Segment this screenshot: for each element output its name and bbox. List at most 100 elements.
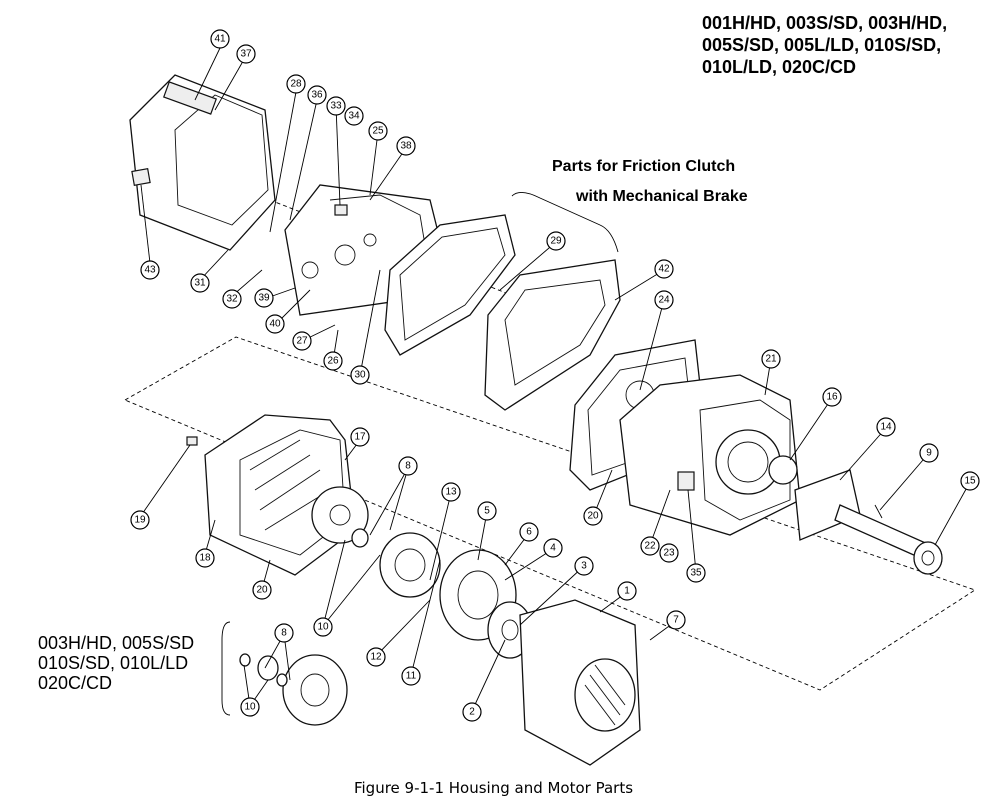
callout-11: 11 xyxy=(401,666,421,686)
brake-8 xyxy=(351,528,441,598)
callout-24: 24 xyxy=(654,290,674,310)
callout-1: 1 xyxy=(617,581,637,601)
svg-text:8: 8 xyxy=(281,628,287,639)
svg-text:8: 8 xyxy=(405,461,411,472)
svg-text:5: 5 xyxy=(484,506,490,517)
svg-text:2: 2 xyxy=(469,707,475,718)
callout-35: 35 xyxy=(686,563,706,583)
svg-text:33: 33 xyxy=(330,101,342,112)
clutch-frame-42 xyxy=(484,259,621,411)
svg-text:35: 35 xyxy=(690,568,702,579)
callout-38: 38 xyxy=(396,136,416,156)
callout-9: 9 xyxy=(919,443,939,463)
svg-text:20: 20 xyxy=(587,511,599,522)
callout-5: 5 xyxy=(477,501,497,521)
svg-text:30: 30 xyxy=(354,370,366,381)
callout-41: 41 xyxy=(210,29,230,49)
callout-7: 7 xyxy=(666,610,686,630)
svg-text:28: 28 xyxy=(290,79,302,90)
svg-text:19: 19 xyxy=(134,515,146,526)
model-list-top: 001H/HD, 003S/SD, 003H/HD, 005S/SD, 005L… xyxy=(702,13,948,77)
svg-text:36: 36 xyxy=(311,90,323,101)
svg-text:18: 18 xyxy=(199,553,211,564)
callout-28: 28 xyxy=(286,74,306,94)
svg-text:7: 7 xyxy=(673,615,679,626)
svg-text:32: 32 xyxy=(226,294,238,305)
svg-text:15: 15 xyxy=(964,476,976,487)
callout-29: 29 xyxy=(546,231,566,251)
fan-cover-1 xyxy=(519,599,641,766)
callout-19: 19 xyxy=(130,510,150,530)
friction-bracket xyxy=(511,192,619,253)
callout-20b: 20 xyxy=(583,506,603,526)
callout-3: 3 xyxy=(574,556,594,576)
callout-20a: 20 xyxy=(252,580,272,600)
svg-text:40: 40 xyxy=(269,319,281,330)
svg-text:41: 41 xyxy=(214,34,226,45)
callout-33: 33 xyxy=(326,96,346,116)
svg-text:1: 1 xyxy=(624,586,630,597)
svg-text:4: 4 xyxy=(550,543,556,554)
callout-13: 13 xyxy=(441,482,461,502)
svg-text:29: 29 xyxy=(550,236,562,247)
svg-text:23: 23 xyxy=(663,548,675,559)
lower-assembly-outline xyxy=(124,336,977,691)
svg-text:42: 42 xyxy=(658,264,670,275)
callout-39: 39 xyxy=(254,288,274,308)
friction-clutch-label: Parts for Friction Clutch with Mechanica… xyxy=(552,152,792,212)
callout-15: 15 xyxy=(960,471,980,491)
callout-8-variant: 8 xyxy=(274,623,294,643)
friction-clutch-line2: with Mechanical Brake xyxy=(576,188,748,205)
callout-12: 12 xyxy=(366,647,386,667)
svg-text:39: 39 xyxy=(258,293,270,304)
callout-31: 31 xyxy=(190,273,210,293)
model-list-left: 003H/HD, 005S/SD 010S/SD, 010L/LD 020C/C… xyxy=(38,633,195,693)
svg-text:27: 27 xyxy=(296,336,308,347)
svg-text:6: 6 xyxy=(526,527,532,538)
callout-14: 14 xyxy=(876,417,896,437)
friction-clutch-line1: Parts for Friction Clutch xyxy=(552,158,736,175)
callout-17: 17 xyxy=(350,427,370,447)
svg-text:43: 43 xyxy=(144,265,156,276)
svg-text:9: 9 xyxy=(926,448,932,459)
svg-text:10: 10 xyxy=(244,702,256,713)
callout-36: 36 xyxy=(307,85,327,105)
svg-text:22: 22 xyxy=(644,541,656,552)
motor-17 xyxy=(186,414,369,576)
callout-21: 21 xyxy=(761,349,781,369)
callout-27: 27 xyxy=(292,331,312,351)
callout-32: 32 xyxy=(222,289,242,309)
svg-text:31: 31 xyxy=(194,278,206,289)
svg-text:37: 37 xyxy=(240,49,252,60)
callout-16: 16 xyxy=(822,387,842,407)
callout-23: 23 xyxy=(659,543,679,563)
exploded-diagram: 41 37 28 36 33 34 25 38 43 31 32 39 40 2… xyxy=(124,29,980,766)
svg-text:14: 14 xyxy=(880,422,892,433)
svg-text:10: 10 xyxy=(317,622,329,633)
svg-text:13: 13 xyxy=(445,487,457,498)
svg-text:16: 16 xyxy=(826,392,838,403)
callout-30: 30 xyxy=(350,365,370,385)
svg-text:21: 21 xyxy=(765,354,777,365)
callout-8: 8 xyxy=(398,456,418,476)
callout-10: 10 xyxy=(313,617,333,637)
terminal-cover xyxy=(129,74,276,251)
callout-26: 26 xyxy=(323,351,343,371)
svg-text:26: 26 xyxy=(327,356,339,367)
callout-25: 25 xyxy=(368,121,388,141)
svg-text:34: 34 xyxy=(348,111,360,122)
svg-text:38: 38 xyxy=(400,141,412,152)
callout-18: 18 xyxy=(195,548,215,568)
svg-text:12: 12 xyxy=(370,652,382,663)
svg-text:3: 3 xyxy=(581,561,587,572)
drive-shaft xyxy=(768,455,943,575)
svg-text:11: 11 xyxy=(406,671,417,682)
callout-42: 42 xyxy=(654,259,674,279)
gasket-29 xyxy=(384,214,516,356)
callout-34: 34 xyxy=(344,106,364,126)
gear-housing-21 xyxy=(619,374,801,536)
svg-text:24: 24 xyxy=(658,295,670,306)
callout-4: 4 xyxy=(543,538,563,558)
callout-43: 43 xyxy=(140,260,160,280)
callout-37: 37 xyxy=(236,44,256,64)
